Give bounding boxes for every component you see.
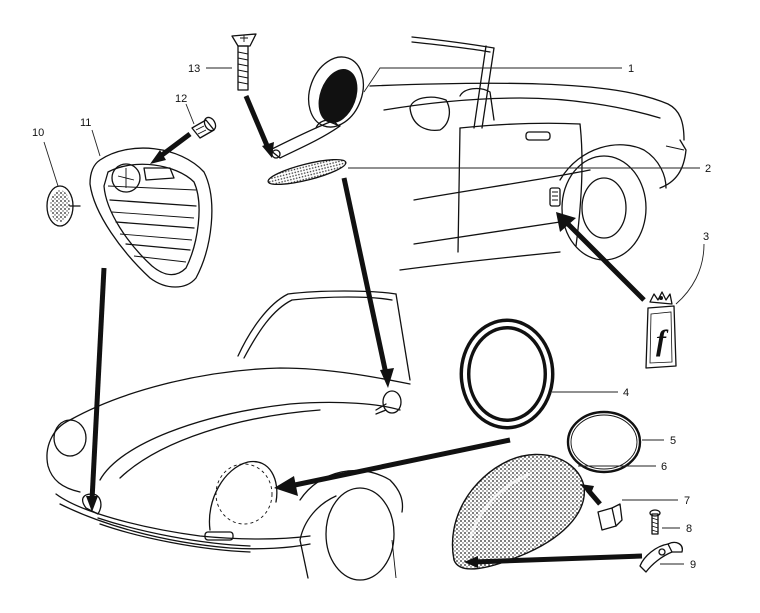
- leader-lines: [43, 67, 705, 565]
- label-11: 11: [80, 117, 91, 129]
- wing-mirror-part: [269, 56, 365, 159]
- front-grille-part: [89, 147, 213, 288]
- assembly-arrows: [86, 95, 646, 568]
- label-10: 10: [32, 127, 44, 139]
- mirror-gasket-part: [267, 158, 347, 186]
- emblem-part: [46, 185, 81, 227]
- headlight-cover-part: [451, 453, 586, 570]
- headlight-retaining-ring-part: [566, 410, 642, 474]
- label-8: 8: [686, 523, 692, 535]
- label-1: 1: [628, 63, 634, 75]
- grille-fastener-part: [191, 116, 217, 139]
- rear-car-drawing: [369, 36, 687, 271]
- label-5: 5: [670, 435, 676, 447]
- label-12: 12: [175, 93, 187, 105]
- label-6: 6: [661, 461, 667, 473]
- label-3: 3: [703, 231, 709, 243]
- label-2: 2: [705, 163, 711, 175]
- label-9: 9: [690, 559, 696, 571]
- label-13: 13: [188, 63, 200, 75]
- badge-letter: f: [656, 324, 669, 357]
- headlight-chrome-ring-part: [459, 318, 555, 430]
- clip-part: [597, 503, 623, 531]
- mirror-screw-part: [231, 33, 257, 91]
- label-7: 7: [684, 495, 690, 507]
- pininfarina-badge-part: f: [645, 291, 677, 369]
- screw-part: [649, 509, 661, 535]
- bracket-part: [639, 541, 683, 573]
- label-4: 4: [623, 387, 629, 399]
- callout-labels: 1 2 3 4 5 6 7 8 9 10 11 12 13: [32, 63, 711, 571]
